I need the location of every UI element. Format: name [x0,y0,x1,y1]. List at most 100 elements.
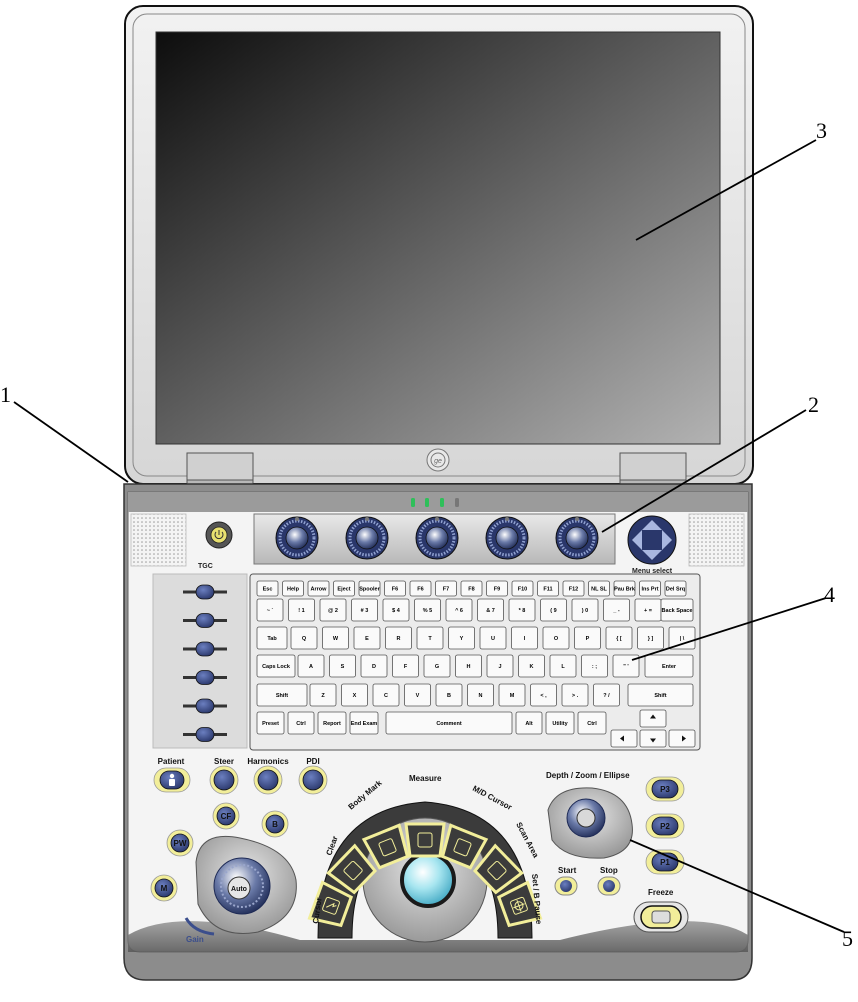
key-r5-3[interactable]: V [404,683,431,707]
m-button[interactable]: M [150,874,178,902]
key-enter[interactable]: Enter [644,654,694,678]
key-r1-16[interactable]: Del Srq [664,580,687,597]
key-r1-6[interactable]: F6 [409,580,432,597]
key-r4-8[interactable]: L [549,654,577,678]
steer-button[interactable]: Steer [209,757,239,795]
tgc-slider-6[interactable] [183,727,227,742]
key-r2-2[interactable]: @ 2 [319,598,347,622]
key-r3-7[interactable]: I [511,626,538,650]
pdi-button[interactable]: PDI [298,757,328,795]
key-r1-14[interactable]: Pau Brk [613,580,636,597]
key-backspace[interactable]: Back Space [660,598,694,622]
gain-control[interactable]: Auto Gain [184,835,297,944]
scan-area-button[interactable] [472,843,524,896]
freeze-button[interactable] [633,901,689,933]
key-comment[interactable]: Comment [385,711,513,735]
key-r4-9[interactable]: : ; [581,654,608,678]
left-arrow-icon[interactable] [632,530,642,550]
key-r4-4[interactable]: G [423,654,451,678]
key-ctrl-left[interactable]: Ctrl [287,711,315,735]
key-r2-10[interactable]: ) 0 [571,598,599,622]
rotary-knob-4[interactable] [485,516,529,560]
key-r4-0[interactable]: A [297,654,325,678]
key-r5-5[interactable]: N [467,683,494,707]
key-r1-12[interactable]: F12 [562,580,585,597]
key-r3-1[interactable]: W [322,626,349,650]
key-r1-4[interactable]: Spooler [358,580,381,597]
key-r3-5[interactable]: Y [448,626,475,650]
key-r2-7[interactable]: & 7 [477,598,504,622]
key-shift-left[interactable]: Shift [256,683,308,707]
down-arrow-icon[interactable] [642,550,662,560]
cursor-button[interactable] [307,880,354,929]
key-r2-0[interactable]: ~ ` [256,598,284,622]
tgc-slider-1[interactable] [183,584,227,600]
key-r1-9[interactable]: F9 [486,580,508,597]
p1-button[interactable]: P1 [645,849,685,875]
power-button[interactable] [205,521,233,549]
key-r3-8[interactable]: O [542,626,570,650]
p3-button[interactable]: P3 [645,776,685,802]
tgc-slider-5[interactable] [183,698,227,714]
key-r5-8[interactable]: > . [561,683,589,707]
key-r4-5[interactable]: H [455,654,482,678]
key-r1-7[interactable]: F7 [435,580,457,597]
tgc-slider-2[interactable] [183,613,227,628]
key-r2-8[interactable]: * 8 [508,598,536,622]
harmonics-button[interactable]: Harmonics [247,757,289,795]
key-r2-9[interactable]: ( 9 [540,598,567,622]
pw-button[interactable]: PW [166,829,194,857]
up-arrow-icon[interactable] [642,520,662,530]
key-r3-0[interactable]: Q [290,626,318,650]
clear-button[interactable] [326,843,377,896]
measure-button[interactable] [404,822,446,858]
rotary-knob-2[interactable] [345,516,389,560]
stop-button[interactable] [597,876,621,896]
key-r1-3[interactable]: Eject [333,580,355,597]
key-tab[interactable]: Tab [256,626,288,650]
key-arrow-right[interactable] [668,729,696,748]
key-r3-11[interactable]: } ] [637,626,664,650]
key-r3-4[interactable]: T [416,626,444,650]
key-r1-10[interactable]: F10 [511,580,534,597]
key-preset[interactable]: Preset [256,711,285,735]
key-r1-0[interactable]: Esc [256,580,279,597]
key-r4-6[interactable]: J [486,654,514,678]
auto-button[interactable] [227,876,251,900]
key-arrow-down[interactable] [639,729,667,748]
b-button[interactable]: B [261,810,289,838]
key-r1-2[interactable]: Arrow [307,580,330,597]
rotary-knob-1[interactable] [275,516,319,560]
key-r2-6[interactable]: ^ 6 [445,598,473,622]
key-alt[interactable]: Alt [515,711,543,735]
key-arrow-left[interactable] [610,729,638,748]
key-r1-11[interactable]: F11 [537,580,559,597]
key-r3-10[interactable]: { [ [605,626,633,650]
rotary-knob-5[interactable] [555,516,599,560]
right-arrow-icon[interactable] [662,530,672,550]
depth-zoom-knob[interactable] [547,787,633,859]
key-r5-0[interactable]: Z [309,683,337,707]
key-r2-12[interactable]: + = [634,598,662,622]
key-shift-right[interactable]: Shift [627,683,694,707]
tgc-slider-4[interactable] [183,670,227,685]
key-ctrl-right[interactable]: Ctrl [577,711,607,735]
key-r1-15[interactable]: Ins Prt [639,580,661,597]
set-b-pause-button[interactable] [496,880,543,929]
key-r2-3[interactable]: # 3 [351,598,378,622]
key-r5-2[interactable]: C [372,683,400,707]
key-r1-5[interactable]: F6 [384,580,406,597]
key-report[interactable]: Report [317,711,347,735]
key-r5-7[interactable]: < , [530,683,557,707]
key-r2-1[interactable]: ! 1 [288,598,315,622]
key-end-exam[interactable]: End Exam [349,711,379,735]
key-r5-4[interactable]: B [435,683,463,707]
tgc-slider-3[interactable] [183,641,227,657]
key-r1-13[interactable]: NL SL [588,580,610,597]
key-r3-6[interactable]: U [479,626,507,650]
key-caps-lock[interactable]: Caps Lock [256,654,296,678]
key-r2-5[interactable]: % 5 [414,598,441,622]
key-r2-11[interactable]: _ - [603,598,630,622]
key-r1-1[interactable]: Help [282,580,304,597]
key-r3-2[interactable]: E [353,626,381,650]
